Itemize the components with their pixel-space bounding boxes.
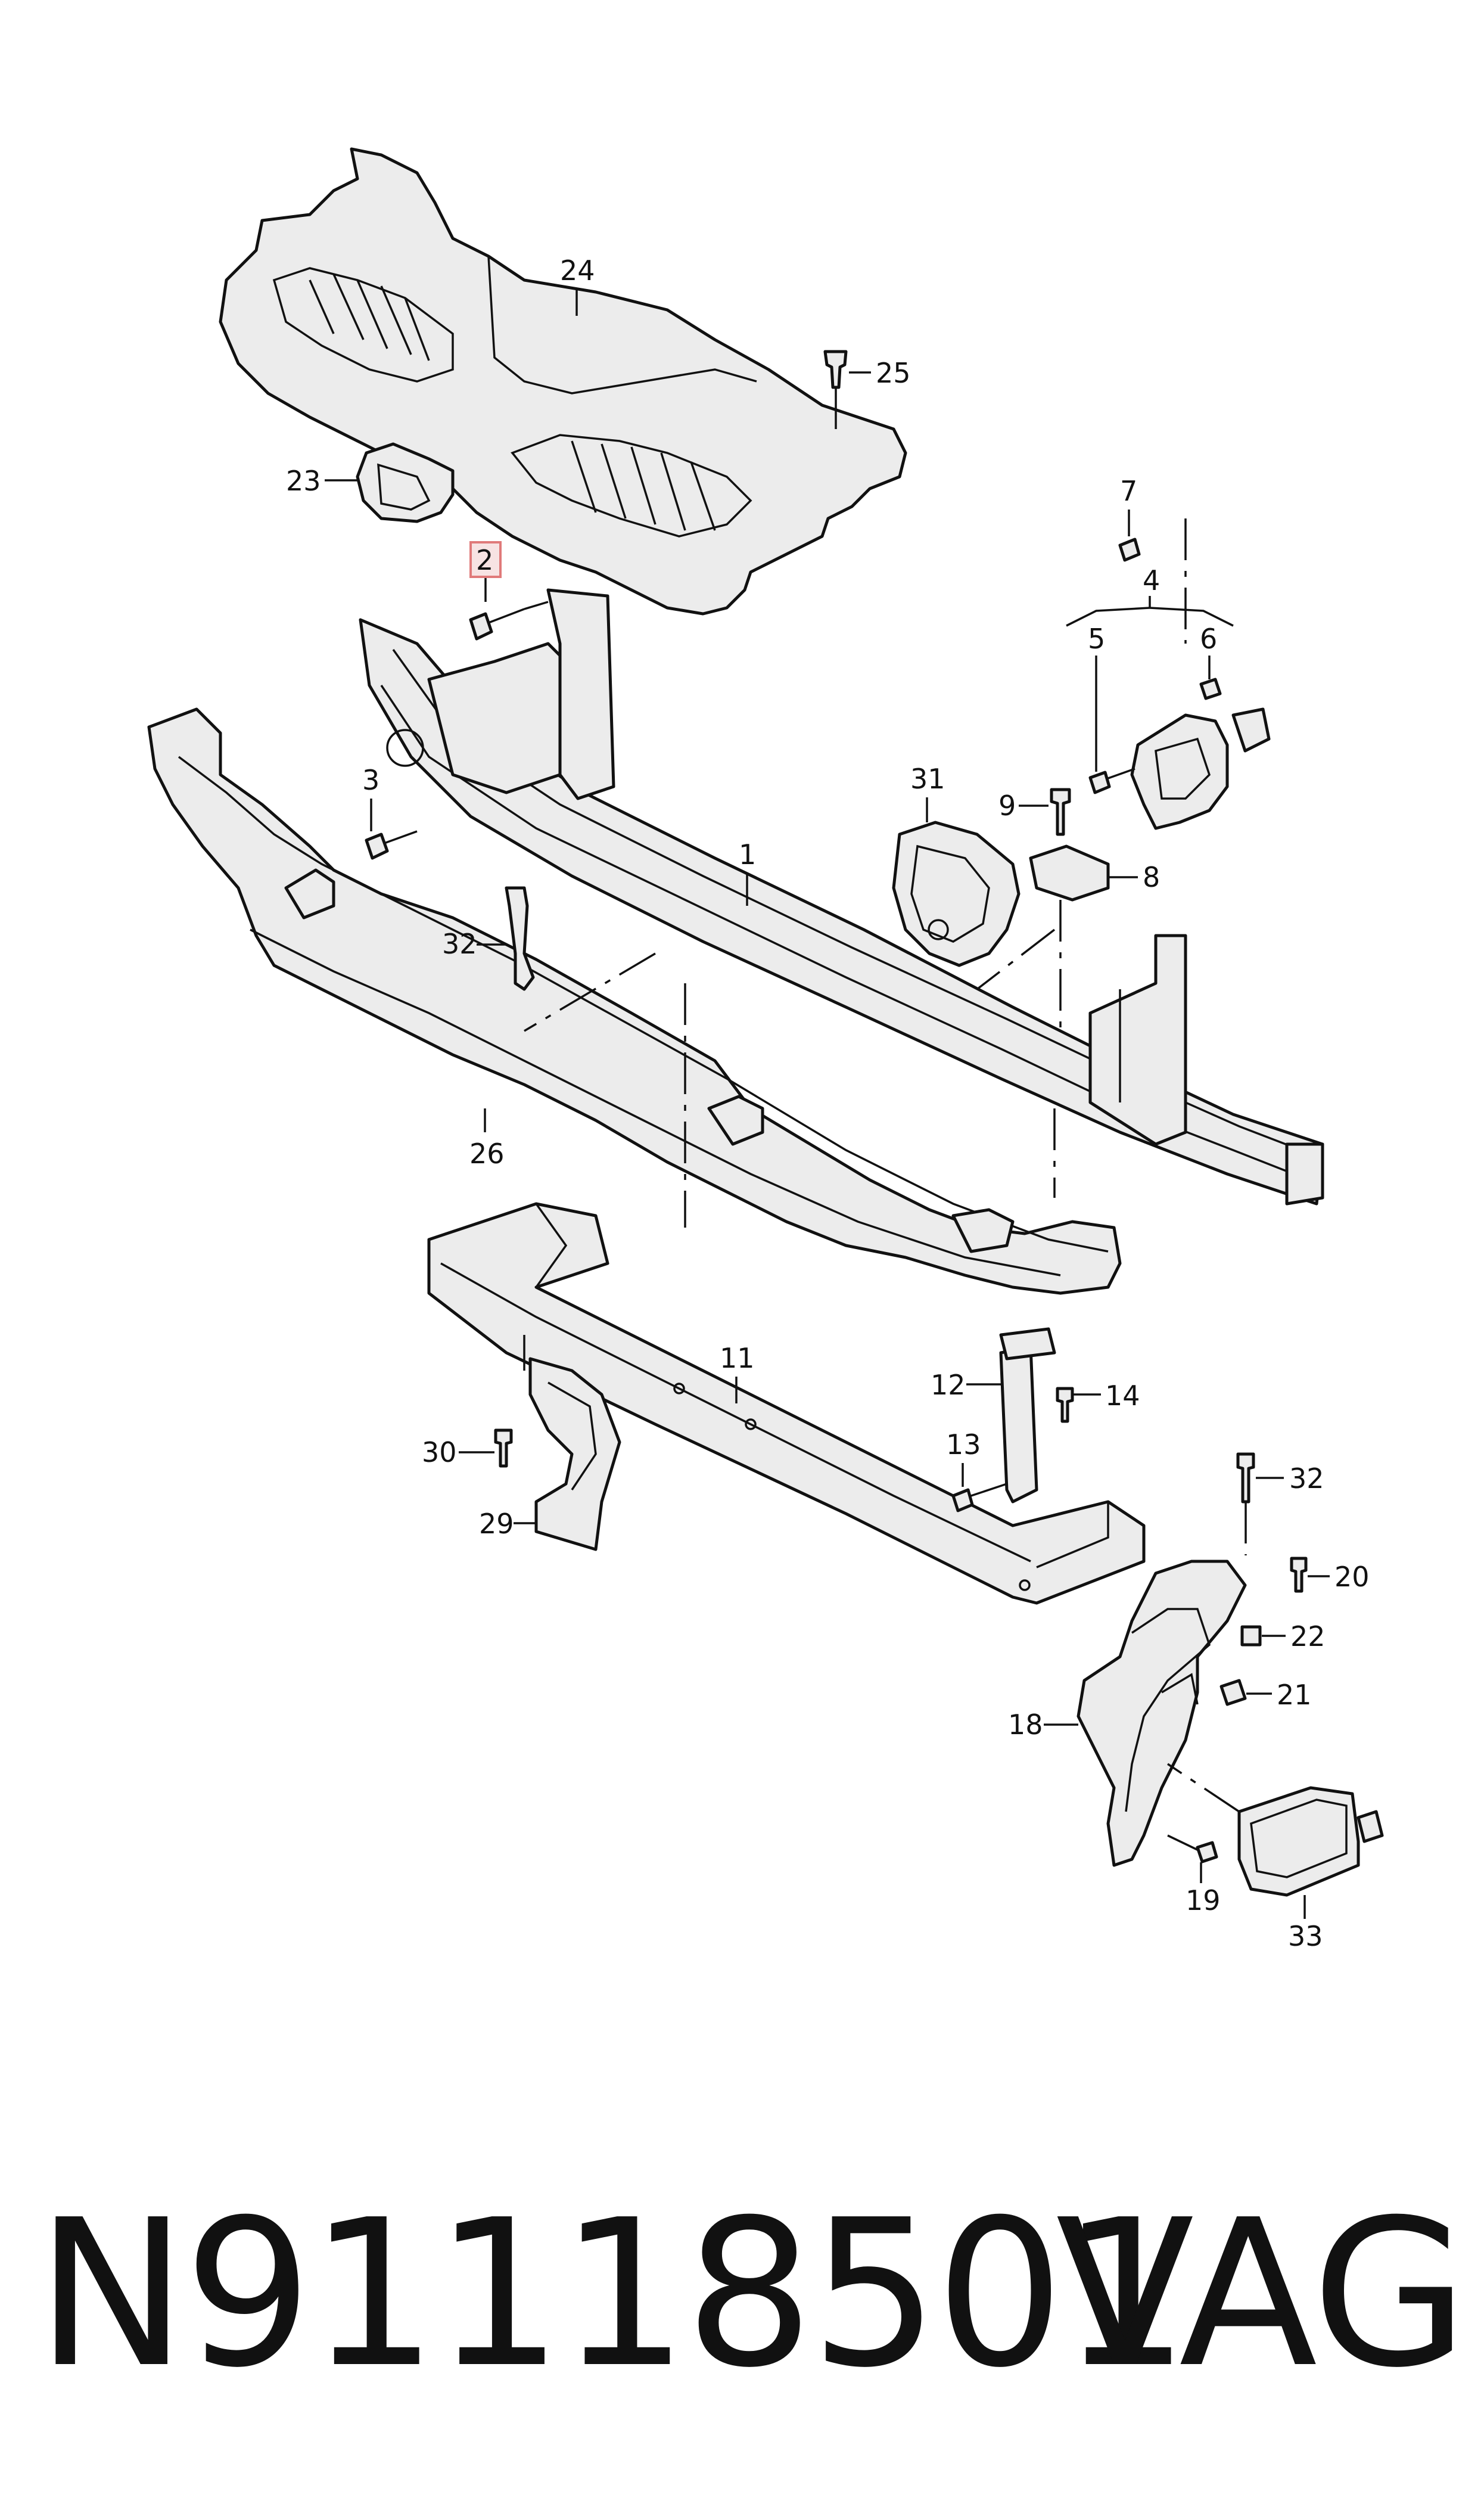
- callout-28: 29: [479, 1508, 536, 1540]
- part-29-bolt: [494, 1428, 513, 1468]
- part-20-screw: [1290, 1557, 1308, 1593]
- callout-32: 32: [1256, 1462, 1324, 1495]
- svg-text:32: 32: [442, 928, 477, 960]
- part-4-bracket-assembly: [1029, 518, 1271, 1037]
- svg-text:30: 30: [422, 1436, 457, 1468]
- callout-6: 6: [1200, 623, 1217, 679]
- svg-text:13: 13: [946, 1428, 981, 1461]
- part-3-bolt: [365, 830, 418, 860]
- svg-text:26: 26: [469, 1138, 505, 1170]
- part-14-bolt: [1056, 1387, 1074, 1423]
- part-18-side-bracket: [1077, 1560, 1247, 1867]
- svg-text:3: 3: [362, 764, 379, 796]
- part-number: N91118501: [36, 2176, 1190, 2412]
- part-13-bolt: [951, 1483, 1007, 1512]
- callout-4: 4: [1143, 564, 1160, 597]
- part-26-absorber: [147, 707, 1122, 1295]
- part-28-bracket: [523, 1335, 621, 1551]
- part-30-bracket: [892, 821, 1021, 967]
- svg-text:18: 18: [1008, 1709, 1043, 1741]
- part-22-nut: [1240, 1625, 1262, 1647]
- callout-19: 19: [1186, 1862, 1221, 1917]
- svg-text:5: 5: [1088, 623, 1105, 655]
- alignment-line: [976, 928, 1056, 990]
- callout-29: 30: [422, 1436, 494, 1468]
- callout-31: 32: [442, 928, 506, 960]
- callout-5: 5: [1088, 623, 1105, 772]
- svg-text:25: 25: [876, 357, 911, 389]
- svg-text:22: 22: [1290, 1620, 1326, 1653]
- svg-text:1: 1: [739, 838, 756, 871]
- svg-text:33: 33: [1288, 1920, 1323, 1952]
- callout-11: 11: [720, 1342, 755, 1403]
- callout-30: 31: [910, 763, 945, 822]
- callout-8: 8: [1108, 861, 1160, 893]
- callout-33: 33: [1288, 1895, 1323, 1952]
- callout-24: 24: [560, 254, 595, 316]
- callout-23: 23: [286, 465, 357, 497]
- svg-text:14: 14: [1105, 1380, 1140, 1412]
- svg-text:2: 2: [476, 544, 493, 576]
- part-12-support: [999, 1327, 1056, 1504]
- callout-22: 22: [1262, 1620, 1326, 1653]
- svg-text:19: 19: [1186, 1884, 1221, 1917]
- part-32-screw: [1236, 1452, 1255, 1555]
- svg-text:6: 6: [1200, 623, 1217, 655]
- callout-1: 1: [739, 838, 756, 906]
- exploded-parts-diagram: 24 25 23 2 3 32 1 26 31 7 4 5: [147, 147, 1384, 1952]
- svg-text:24: 24: [560, 254, 595, 287]
- svg-text:23: 23: [286, 465, 321, 497]
- callout-18: 18: [1008, 1709, 1078, 1741]
- callout-21: 21: [1246, 1679, 1312, 1711]
- callout-2-highlighted: 2: [469, 541, 502, 602]
- part-2-bolt: [469, 601, 549, 641]
- svg-text:7: 7: [1120, 475, 1137, 507]
- svg-text:21: 21: [1277, 1679, 1312, 1711]
- svg-text:31: 31: [910, 763, 945, 795]
- callout-12: 12: [931, 1369, 1001, 1401]
- callout-26: 26: [469, 1108, 505, 1170]
- alignment-line: [524, 952, 656, 1032]
- part-24-upper-cover: [219, 147, 907, 616]
- svg-text:11: 11: [720, 1342, 755, 1374]
- callout-13: 13: [946, 1428, 981, 1487]
- svg-text:4: 4: [1143, 564, 1160, 597]
- svg-text:9: 9: [998, 790, 1016, 822]
- svg-text:8: 8: [1143, 861, 1160, 893]
- svg-text:32: 32: [1289, 1462, 1324, 1495]
- svg-text:29: 29: [479, 1508, 514, 1540]
- part-23-bracket: [356, 442, 455, 523]
- part-25-rivet: [823, 350, 848, 432]
- part-19-screw: [1167, 1834, 1218, 1863]
- part-1-bumper-carrier: [359, 588, 1324, 1206]
- callout-25: 25: [849, 357, 911, 389]
- svg-text:12: 12: [931, 1369, 966, 1401]
- callout-20: 20: [1308, 1561, 1370, 1593]
- callout-14: 14: [1074, 1380, 1140, 1412]
- part-33-module: [1167, 1763, 1384, 1897]
- callout-7: 7: [1120, 475, 1137, 536]
- svg-text:20: 20: [1334, 1561, 1370, 1593]
- callout-9: 9: [998, 790, 1049, 822]
- part-21-nut: [1219, 1679, 1247, 1706]
- callout-3: 3: [362, 764, 379, 831]
- brand-name: VAG: [1056, 2176, 1469, 2412]
- part-31-strap: [505, 886, 535, 991]
